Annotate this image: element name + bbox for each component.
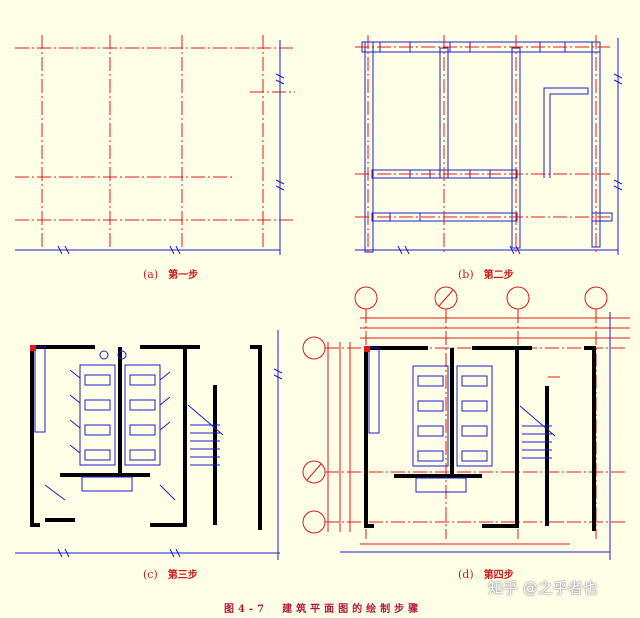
caption-d-step: 第四步: [483, 570, 514, 581]
caption-a-tag: (a): [143, 268, 159, 281]
panel-b-walls: [350, 30, 640, 260]
figure-title: 图4-7 建筑平面图的绘制步骤: [224, 604, 423, 615]
dimensions-drawing: [302, 286, 630, 560]
caption-c: (c) 第三步: [143, 566, 198, 581]
caption-c-tag: (c): [143, 568, 158, 581]
panel-d-dimensions: [300, 282, 640, 567]
caption-d-tag: (d): [458, 568, 474, 581]
caption-d: (d) 第四步: [458, 566, 514, 581]
caption-b-step: 第二步: [483, 270, 514, 281]
caption-c-step: 第三步: [167, 570, 198, 581]
watermark: 知乎 @之乎者也: [488, 579, 598, 597]
caption-a-step: 第一步: [168, 270, 199, 281]
caption-b: (b) 第二步: [458, 266, 514, 281]
walls-outline-drawing: [355, 35, 623, 255]
caption-a: (a) 第一步: [143, 266, 198, 281]
panel-a-axis-grid: [10, 30, 300, 260]
axis-grid-drawing: [15, 35, 295, 255]
panel-c-fixtures: [10, 325, 300, 565]
fixtures-drawing: [15, 330, 283, 560]
caption-b-tag: (b): [458, 268, 474, 281]
